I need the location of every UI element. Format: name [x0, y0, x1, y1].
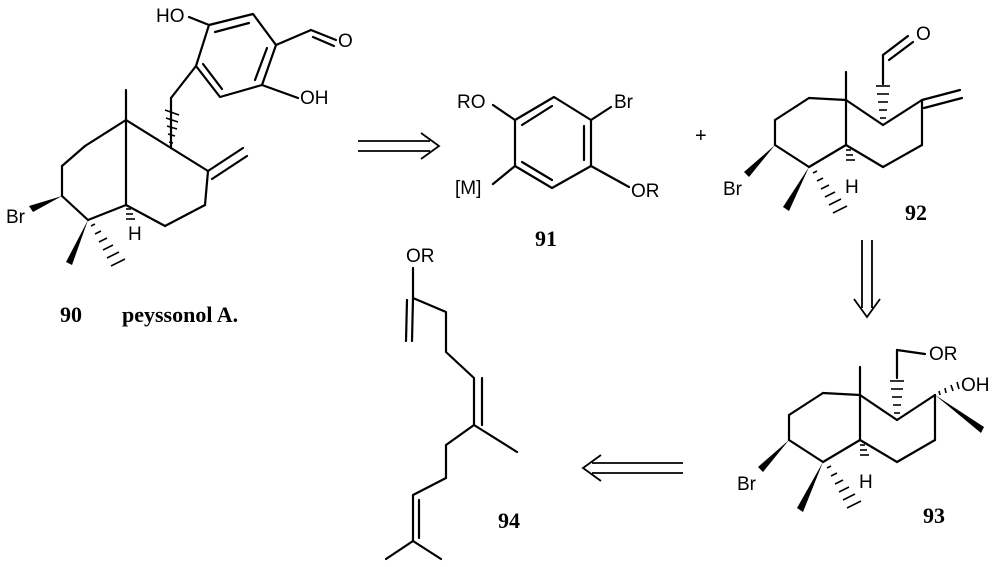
c93-alkoxy-label: OR	[929, 344, 958, 365]
c90-hydrogen-label: H	[128, 224, 142, 245]
c92-hydrogen-label: H	[845, 177, 859, 198]
c94-chain	[411, 266, 476, 543]
c93-hydroxyl-label: OH	[961, 375, 990, 396]
compound-94-number: 94	[498, 508, 520, 533]
c93-hydrogen-label: H	[859, 472, 873, 493]
c92-aldehyde-oxygen-label: O	[916, 24, 931, 45]
c91-aromatic-ring	[513, 95, 593, 190]
c90-aldehyde-oxygen-label: O	[338, 31, 353, 52]
c92-bromine-label: Br	[723, 179, 743, 200]
retro-arrow-92-to-93	[853, 240, 881, 319]
c91-metal-label: [M]	[455, 178, 481, 199]
c93-bromine-label: Br	[737, 474, 757, 495]
plus-sign: +	[695, 125, 707, 147]
compound-91-structure: RO Br [M] OR	[455, 92, 660, 202]
c90-hydroxyl-label-right: OH	[300, 88, 329, 109]
compound-92-number: 92	[905, 200, 927, 225]
c91-alkoxy-label-top: RO	[457, 92, 486, 113]
compound-92-structure: O Br H	[723, 24, 964, 214]
compound-90-name: peyssonol A.	[122, 302, 238, 327]
retro-arrow-90-to-91	[358, 132, 441, 160]
compound-90-structure: HO O OH Br H	[6, 6, 353, 267]
compound-93-number: 93	[923, 503, 945, 528]
compound-94-structure: OR	[384, 246, 519, 561]
compound-91-number: 91	[535, 226, 557, 251]
c90-hydroxyl-label-top: HO	[156, 6, 185, 27]
c91-alkoxy-label-bottom: OR	[631, 181, 660, 202]
retro-arrow-93-to-94	[581, 454, 683, 482]
c90-bromine-label: Br	[6, 207, 26, 228]
c91-bromine-label: Br	[614, 92, 634, 113]
c94-alkoxy-label: OR	[406, 246, 435, 267]
compound-90-number: 90	[60, 302, 82, 327]
compound-93-structure: OR OH Br H	[737, 344, 990, 512]
